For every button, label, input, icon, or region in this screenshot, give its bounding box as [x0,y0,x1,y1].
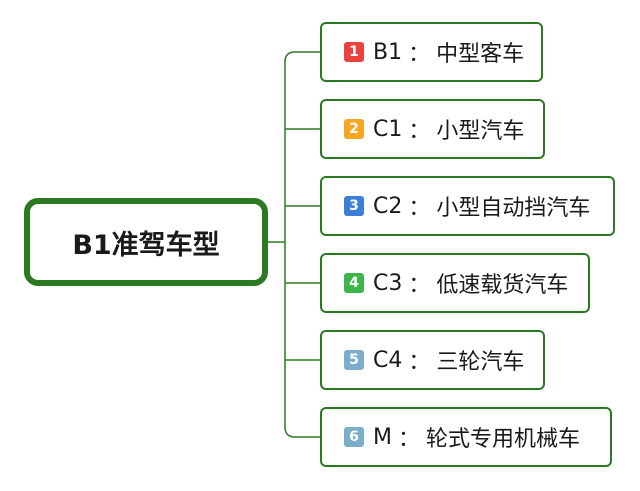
child-name: 低速载货汽车 [436,273,569,298]
branch-connector-1 [284,51,320,63]
child-name: 小型汽车 [436,119,525,144]
child-node-4: 4 C3 ： 低速载货汽车 [320,253,590,313]
root-node: B1准驾车型 [24,198,268,286]
child-name: 轮式专用机械车 [426,427,581,452]
child-node-6: 6 M ： 轮式专用机械车 [320,407,612,467]
child-name: 中型客车 [436,42,525,67]
child-name: 小型自动挡汽车 [436,196,591,221]
child-code: C4 [373,347,403,373]
child-node-1: 1 B1 ： 中型客车 [320,22,543,82]
child-separator: ： [408,119,431,144]
child-separator: ： [408,350,431,375]
child-code: C3 [373,270,403,296]
child-node-3: 3 C2 ： 小型自动挡汽车 [320,176,615,236]
child-name: 三轮汽车 [436,350,525,375]
badge-3: 3 [344,196,364,216]
branch-connector-6 [284,426,320,438]
child-code: C2 [373,193,403,219]
child-code: M [373,424,392,450]
child-code: B1 [373,39,403,65]
badge-2: 2 [344,119,364,139]
child-separator: ： [408,42,431,67]
badge-5: 5 [344,350,364,370]
badge-6: 6 [344,427,364,447]
badge-4: 4 [344,273,364,293]
child-separator: ： [397,427,420,452]
child-separator: ： [408,273,431,298]
connector-group [268,51,320,438]
child-node-5: 5 C4 ： 三轮汽车 [320,330,545,390]
badge-1: 1 [344,42,364,62]
child-separator: ： [408,196,431,221]
child-code: C1 [373,116,403,142]
root-label: B1准驾车型 [72,229,220,261]
child-node-2: 2 C1 ： 小型汽车 [320,99,545,159]
